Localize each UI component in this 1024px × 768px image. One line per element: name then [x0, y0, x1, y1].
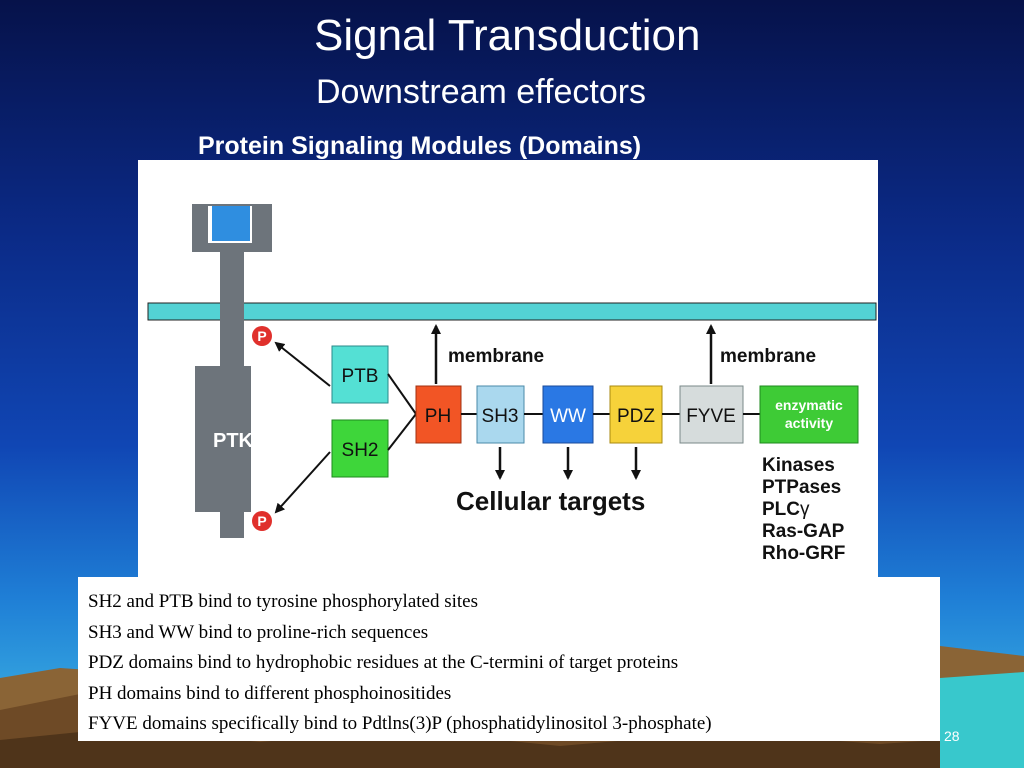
slide-subtitle: Downstream effectors: [316, 73, 647, 111]
membrane-label-right: membrane: [720, 346, 816, 367]
enzyme-plc: PLCγ: [762, 499, 810, 520]
caption-box: SH2 and PTB bind to tyrosine phosphoryla…: [78, 577, 940, 741]
sh3-label: SH3: [482, 406, 519, 427]
ligand-square: [212, 206, 250, 241]
caption-sh2-ptb: SH2 and PTB bind to tyrosine phosphoryla…: [88, 591, 479, 612]
sh2-label: SH2: [342, 440, 379, 461]
ptk-label: PTK: [213, 430, 254, 452]
phospho-site-lower: P: [252, 511, 272, 531]
phospho-site-upper: P: [252, 326, 272, 346]
fyve-domain: FYVE: [679, 385, 744, 444]
connector-ptb-ph: [387, 373, 417, 415]
enzyme-rasgap: Ras-GAP: [762, 521, 845, 542]
phospho-label-lower: P: [257, 513, 266, 529]
slide-heading: Protein Signaling Modules (Domains): [198, 132, 642, 160]
signaling-diagram: PTK P P PTB SH2 PH: [138, 160, 878, 578]
enzymatic-label-line1: enzymatic: [775, 397, 843, 413]
diagram-canvas: PTK P P PTB SH2 PH: [147, 204, 877, 564]
ptb-domain: PTB: [331, 345, 389, 404]
cellular-targets-label: Cellular targets: [456, 486, 645, 516]
sh2-domain: SH2: [331, 419, 389, 478]
caption-fyve: FYVE domains specifically bind to Pdtlns…: [88, 713, 712, 734]
ptk-receptor: PTK: [192, 204, 272, 538]
caption-ph: PH domains bind to different phosphoinos…: [88, 682, 452, 704]
ptb-label: PTB: [342, 366, 379, 387]
pdz-domain: PDZ: [609, 385, 663, 444]
membrane-label-left: membrane: [448, 346, 544, 367]
connector-sh2-ph: [387, 413, 417, 451]
caption-sh3-ww: SH3 and WW bind to proline-rich sequence…: [88, 621, 429, 643]
membrane-bar: [147, 302, 877, 321]
arrow-sh2-to-phospho: [274, 451, 331, 514]
caption-pdz: PDZ domains bind to hydrophobic residues…: [88, 652, 679, 673]
ph-label: PH: [425, 406, 451, 427]
enzymatic-label-line2: activity: [785, 415, 833, 431]
enzyme-ptpases: PTPases: [762, 477, 841, 498]
ph-domain: PH: [415, 385, 462, 444]
fyve-label: FYVE: [686, 406, 736, 427]
arrow-ptb-to-phospho: [274, 341, 331, 387]
slide-number: 28: [944, 728, 960, 744]
enzyme-plc-suffix: γ: [800, 499, 810, 520]
phospho-label-upper: P: [257, 328, 266, 344]
enzyme-rhogrf: Rho-GRF: [762, 543, 845, 564]
sh3-domain: SH3: [476, 385, 525, 444]
pdz-label: PDZ: [617, 406, 655, 427]
ww-domain: WW: [542, 385, 594, 444]
slide-title: Signal Transduction: [314, 11, 701, 60]
enzymatic-activity-domain: enzymatic activity: [759, 385, 859, 444]
ww-label: WW: [550, 406, 586, 427]
enzyme-plc-name: PLC: [762, 499, 800, 520]
enzyme-kinases: Kinases: [762, 455, 835, 476]
